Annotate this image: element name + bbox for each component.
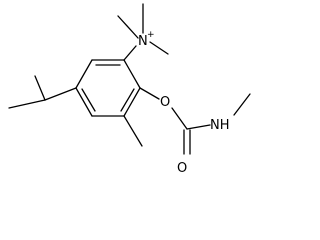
bond-n-methyl-left <box>117 15 139 39</box>
ring-methyl-group <box>123 115 143 147</box>
molecule-canvas: N + O O NH <box>8 3 251 176</box>
nh-label: NH <box>210 118 230 133</box>
ring-bond-c5-c6 <box>75 59 93 89</box>
n-charge: + <box>147 30 155 40</box>
carbonyl-oxygen-label: O <box>177 161 187 176</box>
bond-isopropyl-methyl-up <box>34 75 46 101</box>
bond-ring-to-n <box>123 45 137 61</box>
bond-ring-to-ether-o <box>139 87 160 100</box>
isopropyl-group <box>8 75 77 109</box>
bond-isopropyl-methyl-down <box>8 99 46 109</box>
bond-ring-to-methyl <box>123 115 143 147</box>
bond-ring-to-isopropyl <box>44 87 77 101</box>
ring-bond-c4-c5 <box>75 87 93 117</box>
ring-bond-c1-c2 <box>123 59 141 89</box>
n-label: N <box>138 34 148 49</box>
ring-bond-c2-c3 <box>123 87 141 117</box>
ether-oxygen-label: O <box>160 95 170 110</box>
benzene-ring <box>75 59 141 117</box>
bond-carbonyl-c-to-nh <box>186 124 211 130</box>
carbamate-group: O O NH <box>139 87 251 176</box>
molecule-structure: N + O O NH <box>8 3 251 176</box>
ring-double-bond-c4-c5 <box>81 88 96 112</box>
ring-double-bond-c2-c3 <box>120 88 135 112</box>
trimethylammonium-group: N + <box>117 3 169 61</box>
bond-ether-o-to-carbonyl-c <box>171 107 188 130</box>
bond-nh-to-methyl <box>233 93 251 116</box>
bond-n-methyl-right <box>149 41 169 55</box>
